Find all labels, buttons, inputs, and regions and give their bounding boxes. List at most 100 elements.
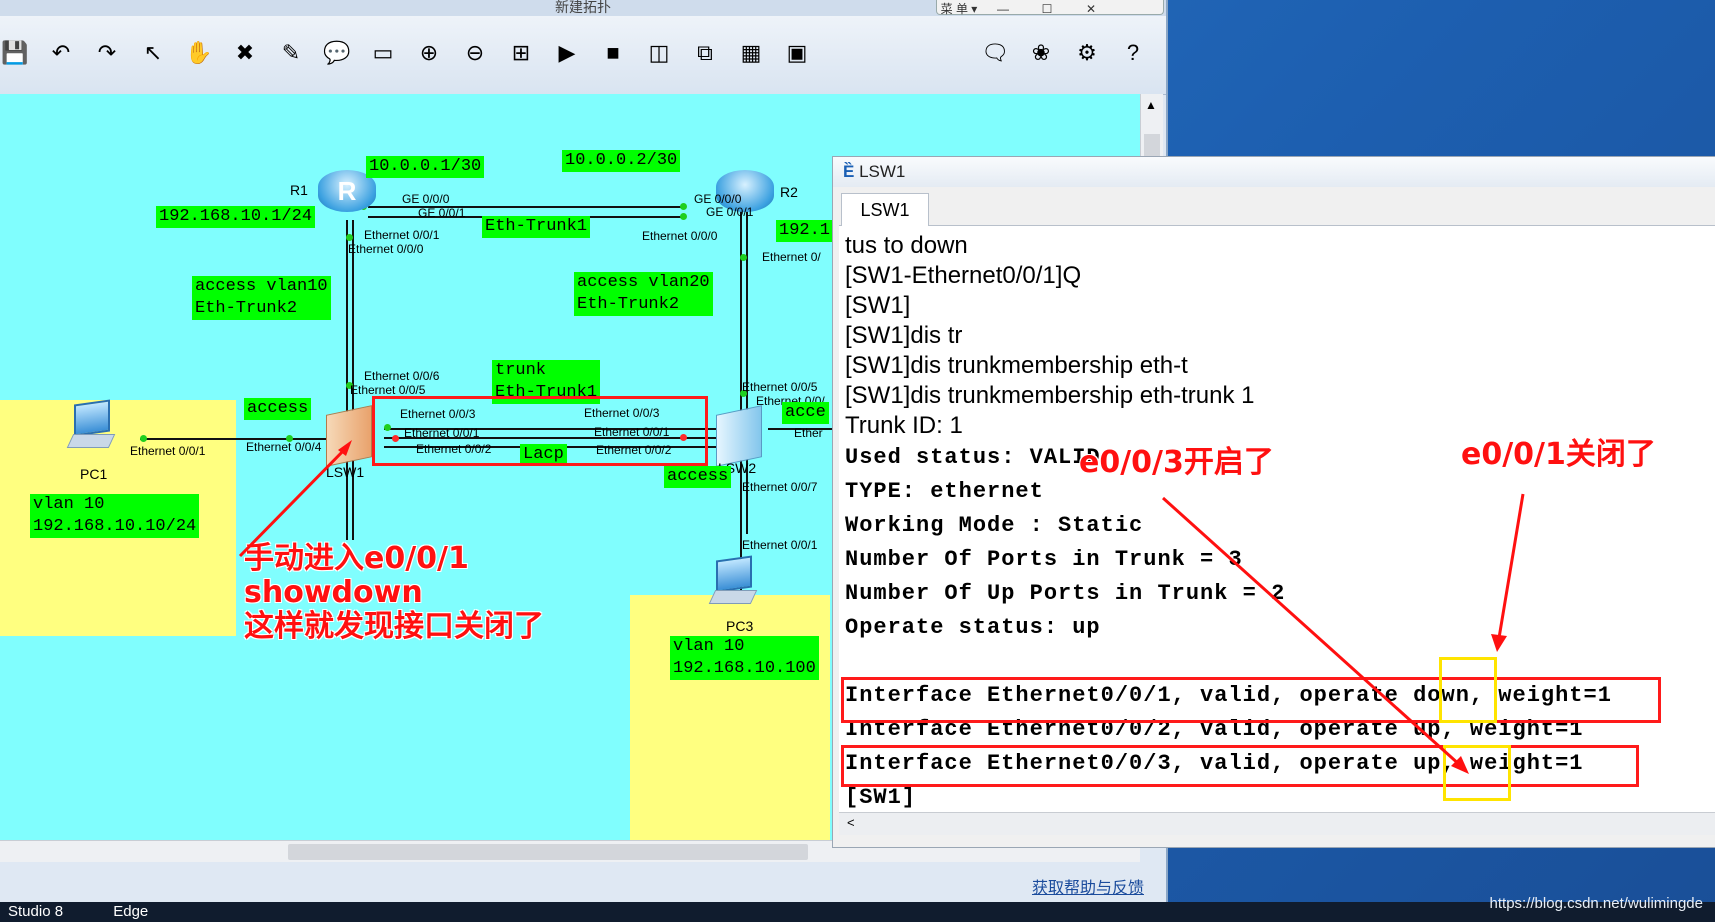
status-bar: 获取帮助与反馈 bbox=[0, 862, 1166, 902]
r1-label: R1 bbox=[290, 182, 308, 198]
r2-lan-ip: 192.1 bbox=[776, 220, 834, 242]
pc3-label: PC3 bbox=[726, 618, 754, 634]
port-label: Ethernet 0/0/6 bbox=[364, 369, 440, 383]
undo-icon[interactable]: ↶ bbox=[51, 40, 71, 65]
settings-icon[interactable]: ⚙ bbox=[1077, 40, 1097, 65]
hscroll-thumb[interactable] bbox=[288, 844, 808, 860]
port-label: Ethernet 0/0/1 bbox=[130, 444, 206, 458]
fit-icon[interactable]: ⊞ bbox=[511, 40, 531, 65]
r2-label: R2 bbox=[780, 184, 798, 200]
port-label: Ethernet 0/0/3 bbox=[584, 406, 660, 420]
port-label: Ether bbox=[794, 426, 823, 440]
down-highlight bbox=[1439, 657, 1497, 723]
terminal-line: Interface Ethernet0/0/1, valid, operate … bbox=[845, 683, 1612, 708]
terminal-line: [SW1-Ethernet0/0/1]Q bbox=[845, 262, 1082, 289]
pc1-info: vlan 10 192.168.10.10/24 bbox=[30, 494, 200, 538]
terminal-icon: Ȅ bbox=[843, 162, 855, 181]
terminal-line: TYPE: ethernet bbox=[845, 479, 1044, 504]
pc3-info: vlan 10 192.168.10.100 bbox=[670, 636, 819, 680]
terminal-line: [SW1]dis trunkmembership eth-t bbox=[845, 352, 1188, 379]
switch-lsw2[interactable] bbox=[716, 405, 762, 467]
terminal-line: [SW1]dis trunkmembership eth-trunk 1 bbox=[845, 382, 1255, 409]
port-label: Ethernet 0/0/1 bbox=[742, 538, 818, 552]
stop-icon[interactable]: ■ bbox=[606, 40, 620, 65]
minimize-button[interactable]: — bbox=[997, 2, 1009, 16]
port-label: Ethernet 0/0/5 bbox=[350, 383, 426, 397]
terminal-line: Trunk ID: 1 bbox=[845, 412, 963, 439]
lacp-label: Lacp bbox=[520, 444, 567, 466]
trunk-links-highlight bbox=[372, 396, 708, 466]
close-button[interactable]: ✕ bbox=[1085, 2, 1097, 16]
port-label: Ethernet 0/0/2 bbox=[416, 442, 492, 456]
port-label: Ethernet 0/0/7 bbox=[742, 480, 818, 494]
port-label: Ethernet 0/0/5 bbox=[742, 380, 818, 394]
port-label: Ethernet 0/0/1 bbox=[594, 425, 670, 439]
port-label: Ethernet 0/ bbox=[762, 250, 821, 264]
terminal-hscrollbar[interactable]: < bbox=[839, 812, 1715, 835]
delete-icon[interactable]: ✖ bbox=[235, 40, 255, 65]
pc1-label: PC1 bbox=[80, 466, 108, 482]
help-icon[interactable]: ? bbox=[1126, 40, 1140, 65]
topology-icon[interactable]: ⧉ bbox=[697, 40, 713, 65]
chat-icon[interactable]: 🗨 bbox=[981, 40, 1009, 65]
taskbar-item-studio[interactable]: Studio 8 bbox=[8, 903, 64, 920]
menu-button[interactable]: 菜 单 ▾ bbox=[940, 2, 978, 16]
grid-icon[interactable]: ▦ bbox=[740, 40, 762, 65]
router-r2[interactable] bbox=[716, 170, 774, 212]
zoom-out-icon[interactable]: ⊖ bbox=[465, 40, 485, 65]
text-icon[interactable]: 💬 bbox=[323, 40, 351, 65]
port-label: GE 0/0/1 bbox=[418, 206, 466, 220]
terminal-line: [SW1] bbox=[845, 292, 911, 319]
watermark: https://blog.csdn.net/wulimingde bbox=[1489, 895, 1703, 912]
access-left-label: access bbox=[244, 398, 312, 420]
scroll-up-icon[interactable]: ▲ bbox=[1145, 98, 1157, 112]
terminal-output[interactable]: tus to down [SW1-Ethernet0/0/1]Q [SW1] [… bbox=[839, 226, 1715, 812]
start-icon[interactable]: ▶ bbox=[558, 40, 576, 65]
annotation-arrows bbox=[1161, 493, 1525, 774]
port-label: GE 0/0/0 bbox=[402, 192, 450, 206]
terminal-titlebar: Ȅ LSW1 bbox=[833, 157, 1715, 187]
annotation-left: 手动进入e0/0/1 showdown 这样就发现接口关闭了 bbox=[244, 541, 544, 644]
terminal-line: Operate status: up bbox=[845, 615, 1101, 640]
pointer-icon[interactable]: ↖ bbox=[143, 40, 163, 65]
rectangle-icon[interactable]: ▭ bbox=[372, 40, 394, 65]
r1-lan-ip: 192.168.10.1/24 bbox=[156, 206, 316, 228]
terminal-prompt[interactable]: [SW1] bbox=[845, 785, 917, 810]
help-feedback-link[interactable]: 获取帮助与反馈 bbox=[1031, 880, 1144, 897]
port-label: Ethernet 0/0/1 bbox=[404, 426, 480, 440]
hand-icon[interactable]: ✋ bbox=[185, 40, 213, 65]
terminal-title: LSW1 bbox=[859, 162, 906, 181]
taskbar-item-edge[interactable]: Edge bbox=[113, 903, 149, 920]
port-label: Ethernet 0/0/4 bbox=[246, 440, 322, 454]
e001-highlight bbox=[841, 677, 1661, 723]
port-label: Ethernet 0/0/0 bbox=[642, 229, 718, 243]
save-icon[interactable]: 💾 bbox=[1, 40, 29, 65]
redo-icon[interactable]: ↷ bbox=[97, 40, 117, 65]
toolbar: 💾 ↶ ↷ ↖ ✋ ✖ ✎ 💬 ▭ ⊕ ⊖ ⊞ ▶ ■ ◫ ⧉ ▦ ▣ 🗨 ❀ ⚙? bbox=[0, 16, 1166, 95]
window-controls: 菜 单 ▾ — ☐ ✕ bbox=[936, 0, 1164, 16]
annotation-arrow-left bbox=[238, 440, 352, 558]
port-label: Ethernet 0/0/3 bbox=[400, 407, 476, 421]
terminal-line: Number Of Ports in Trunk = 3 bbox=[845, 547, 1243, 572]
lsw1-label: LSW1 bbox=[326, 464, 365, 480]
r1-wan-ip: 10.0.0.1/30 bbox=[366, 156, 485, 178]
zoom-in-icon[interactable]: ⊕ bbox=[419, 40, 439, 65]
pc1-icon[interactable] bbox=[66, 399, 116, 450]
scroll-left-icon[interactable]: < bbox=[847, 815, 855, 830]
annotation-e001: e0/0/1关闭了 bbox=[1461, 437, 1656, 472]
tab-lsw1[interactable]: LSW1 bbox=[841, 193, 929, 226]
r2-sw-access-label: access vlan20 Eth-Trunk2 bbox=[574, 272, 713, 316]
taskbar: Studio 8 Edge bbox=[0, 902, 1715, 922]
maximize-button[interactable]: ☐ bbox=[1041, 2, 1053, 16]
up-highlight bbox=[1443, 745, 1511, 801]
capture-icon[interactable]: ◫ bbox=[648, 40, 670, 65]
huawei-icon[interactable]: ❀ bbox=[1031, 40, 1051, 65]
terminal-icon[interactable]: ▣ bbox=[786, 40, 808, 65]
delete-link-icon[interactable]: ✎ bbox=[281, 40, 301, 65]
pc3-area bbox=[630, 595, 830, 840]
annotation-e003: e0/0/3开启了 bbox=[1079, 445, 1274, 480]
pc3-icon[interactable] bbox=[708, 555, 758, 606]
terminal-line: Number Of Up Ports in Trunk = 2 bbox=[845, 581, 1286, 606]
terminal-line: [SW1]dis tr bbox=[845, 322, 963, 349]
port-label: Ethernet 0/0/2 bbox=[596, 443, 672, 457]
